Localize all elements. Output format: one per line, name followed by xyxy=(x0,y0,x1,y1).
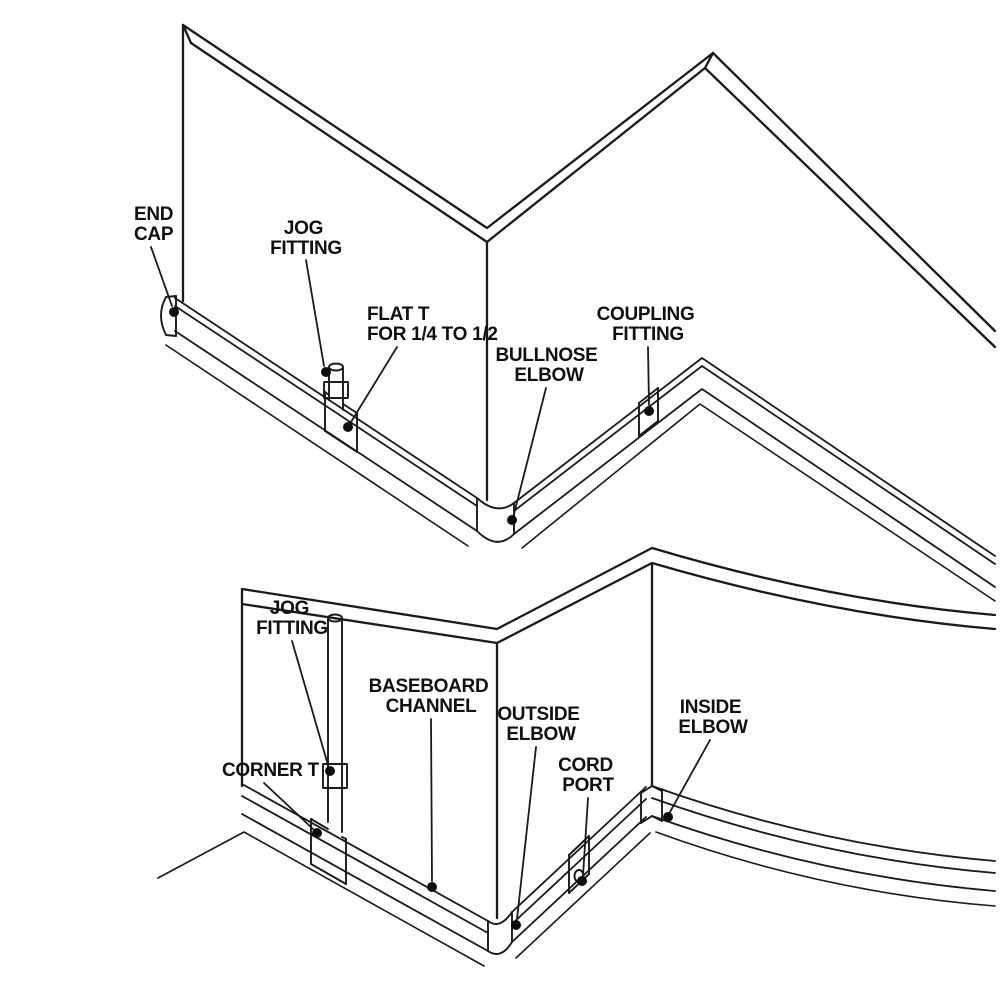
label-end-cap: END CAP xyxy=(134,204,178,245)
channel-seam-line xyxy=(241,795,489,934)
label-outside-elbow: OUTSIDE ELBOW xyxy=(497,704,584,745)
jog-fitting-stub-bottom xyxy=(322,613,348,833)
floor-line xyxy=(521,403,996,602)
label-cord-port: CORD PORT xyxy=(558,755,618,796)
bottom-channel-middle-run xyxy=(511,786,651,959)
label-flat-t: FLAT T FOR 1/4 TO 1/2 xyxy=(367,304,498,345)
stub-open-end xyxy=(328,362,344,372)
label-bullnose-elbow: BULLNOSE ELBOW xyxy=(495,345,602,386)
elbow-outer-arc xyxy=(487,941,513,955)
channel-bottom-line xyxy=(651,815,996,892)
channel-seam-line xyxy=(513,365,996,565)
floor-line xyxy=(515,832,651,959)
jog-collar xyxy=(323,381,349,399)
channel-top-line xyxy=(511,786,647,913)
dot-inside-elbow xyxy=(663,812,673,822)
bottom-wall-outline xyxy=(240,546,997,920)
leader-inside-elbow xyxy=(669,739,711,813)
t-top-edge xyxy=(324,391,358,414)
dot-baseboard-channel xyxy=(427,882,437,892)
dot-flat-t xyxy=(343,422,353,432)
channel-seam-line xyxy=(174,305,478,507)
label-jog-fitting-bottom: JOG FITTING xyxy=(256,598,328,639)
t-top-edge xyxy=(310,818,347,840)
leader-outside-elbow xyxy=(516,746,537,920)
dot-end-cap xyxy=(169,307,179,317)
floor-line xyxy=(157,831,485,967)
channel-top-line xyxy=(513,357,996,557)
leader-coupling-fitting xyxy=(647,346,650,406)
bottom-labels: JOG FITTING BASEBOARD CHANNEL OUTSIDE EL… xyxy=(222,598,748,930)
bottom-diagram: JOG FITTING BASEBOARD CHANNEL OUTSIDE EL… xyxy=(157,546,997,967)
wall-top-edge-outer xyxy=(240,546,997,631)
far-wall-top-inner xyxy=(703,66,997,349)
label-baseboard-channel: BASEBOARD CHANNEL xyxy=(369,676,494,717)
dot-jog-fitting-top xyxy=(321,367,331,377)
stub-open-end xyxy=(327,613,343,623)
flat-t-fitting xyxy=(324,391,358,453)
label-inside-elbow: INSIDE ELBOW xyxy=(678,697,748,738)
channel-top-line xyxy=(241,783,489,922)
elbow-inner-arc xyxy=(487,911,513,925)
top-diagram: END CAP JOG FITTING FLAT T FOR 1/4 TO 1/… xyxy=(134,23,997,602)
leader-baseboard-channel xyxy=(430,718,433,882)
leader-flat-t xyxy=(350,346,398,423)
leader-end-cap xyxy=(150,246,173,307)
end-cap-shape xyxy=(160,295,177,337)
dot-cord-port xyxy=(577,876,587,886)
bullnose-outer-arc xyxy=(476,530,515,543)
dot-outside-elbow xyxy=(511,920,521,930)
bullnose-inner-arc xyxy=(476,497,515,510)
leader-corner-t xyxy=(263,782,314,830)
bottom-channel-right-run xyxy=(651,785,996,907)
top-channel-right-run xyxy=(513,357,996,602)
channel-bottom-line xyxy=(241,813,489,952)
far-wall-top-outer xyxy=(711,51,997,333)
bottom-channel-left-run xyxy=(157,783,489,967)
t-bottom-edge xyxy=(324,430,358,453)
wall-top-left-connector xyxy=(181,23,193,45)
dot-coupling-fitting xyxy=(644,406,654,416)
dot-corner-t xyxy=(312,828,322,838)
dot-jog-fitting-bottom xyxy=(325,766,335,776)
coupling-bottom-edge xyxy=(638,420,659,437)
channel-seam-line xyxy=(511,798,647,925)
wall-peak-connector xyxy=(703,51,715,70)
channel-top-line xyxy=(651,785,996,862)
inside-elbow-fitting xyxy=(640,785,663,824)
leader-cord-port xyxy=(582,797,589,877)
leader-jog-fitting-bottom xyxy=(291,640,329,766)
label-coupling-fitting: COUPLING FITTING xyxy=(597,304,700,345)
wall-top-edge-inner xyxy=(240,561,997,645)
wall-top-edge-inner xyxy=(189,41,707,244)
label-corner-t: CORNER T xyxy=(222,760,320,781)
label-jog-fitting-top: JOG FITTING xyxy=(270,218,342,259)
jog-collar xyxy=(322,763,348,789)
leader-jog-fitting-top xyxy=(305,259,325,367)
wall-top-edge-outer xyxy=(181,23,715,230)
t-bottom-edge xyxy=(310,863,347,885)
leader-bullnose-elbow xyxy=(513,387,547,515)
dot-bullnose-elbow xyxy=(507,515,517,525)
top-wall-outline xyxy=(181,23,997,502)
top-labels: END CAP JOG FITTING FLAT T FOR 1/4 TO 1/… xyxy=(134,204,700,525)
channel-bottom-line xyxy=(513,388,996,588)
floor-line xyxy=(655,831,996,907)
floor-line xyxy=(165,344,469,547)
channel-seam-line xyxy=(651,797,996,874)
outside-elbow-fitting xyxy=(487,911,513,955)
